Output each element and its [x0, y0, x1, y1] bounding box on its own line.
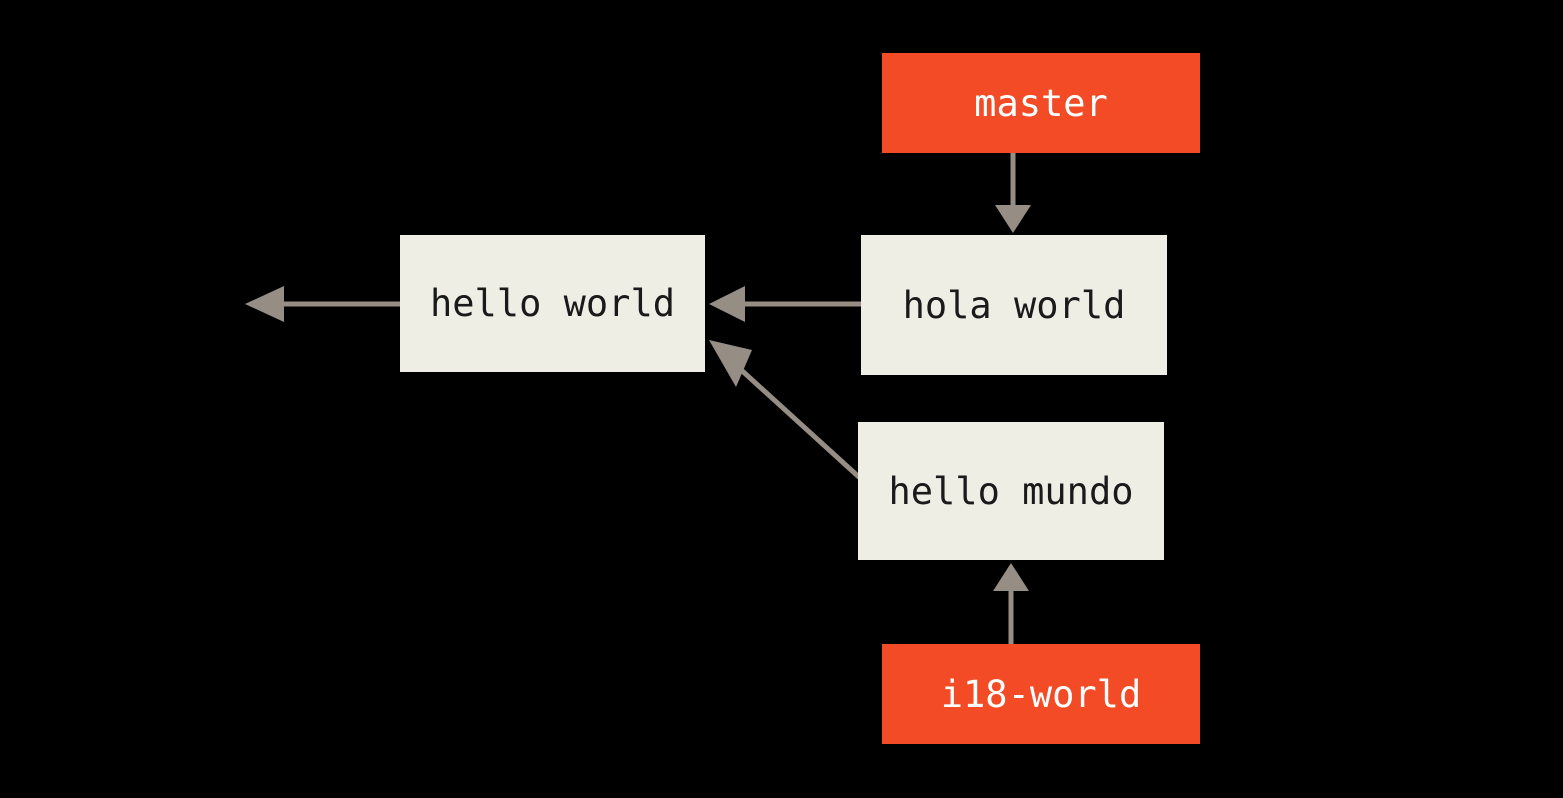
branch-label-master: master: [974, 81, 1108, 125]
branch-label-i18-world: i18-world: [940, 672, 1142, 716]
branch-node-master[interactable]: master: [882, 53, 1200, 153]
edge-hello-mundo-to-hello-world: [709, 340, 862, 480]
commit-label-hola-world: hola world: [902, 283, 1126, 327]
edge-hello-world-to-parent: [245, 286, 400, 322]
commit-label-hello-mundo: hello mundo: [888, 469, 1134, 513]
commit-node-hello-mundo[interactable]: hello mundo: [858, 422, 1164, 560]
commit-label-hello-world: hello world: [429, 282, 676, 325]
edge-master-to-hola-world: [995, 153, 1031, 233]
edge-hola-world-to-hello-world: [709, 286, 861, 322]
commit-node-hello-world[interactable]: hello world: [400, 235, 705, 372]
branch-node-i18-world[interactable]: i18-world: [882, 644, 1200, 744]
edge-i18-world-to-hello-mundo: [993, 563, 1029, 644]
commit-node-hola-world[interactable]: hola world: [861, 235, 1167, 375]
